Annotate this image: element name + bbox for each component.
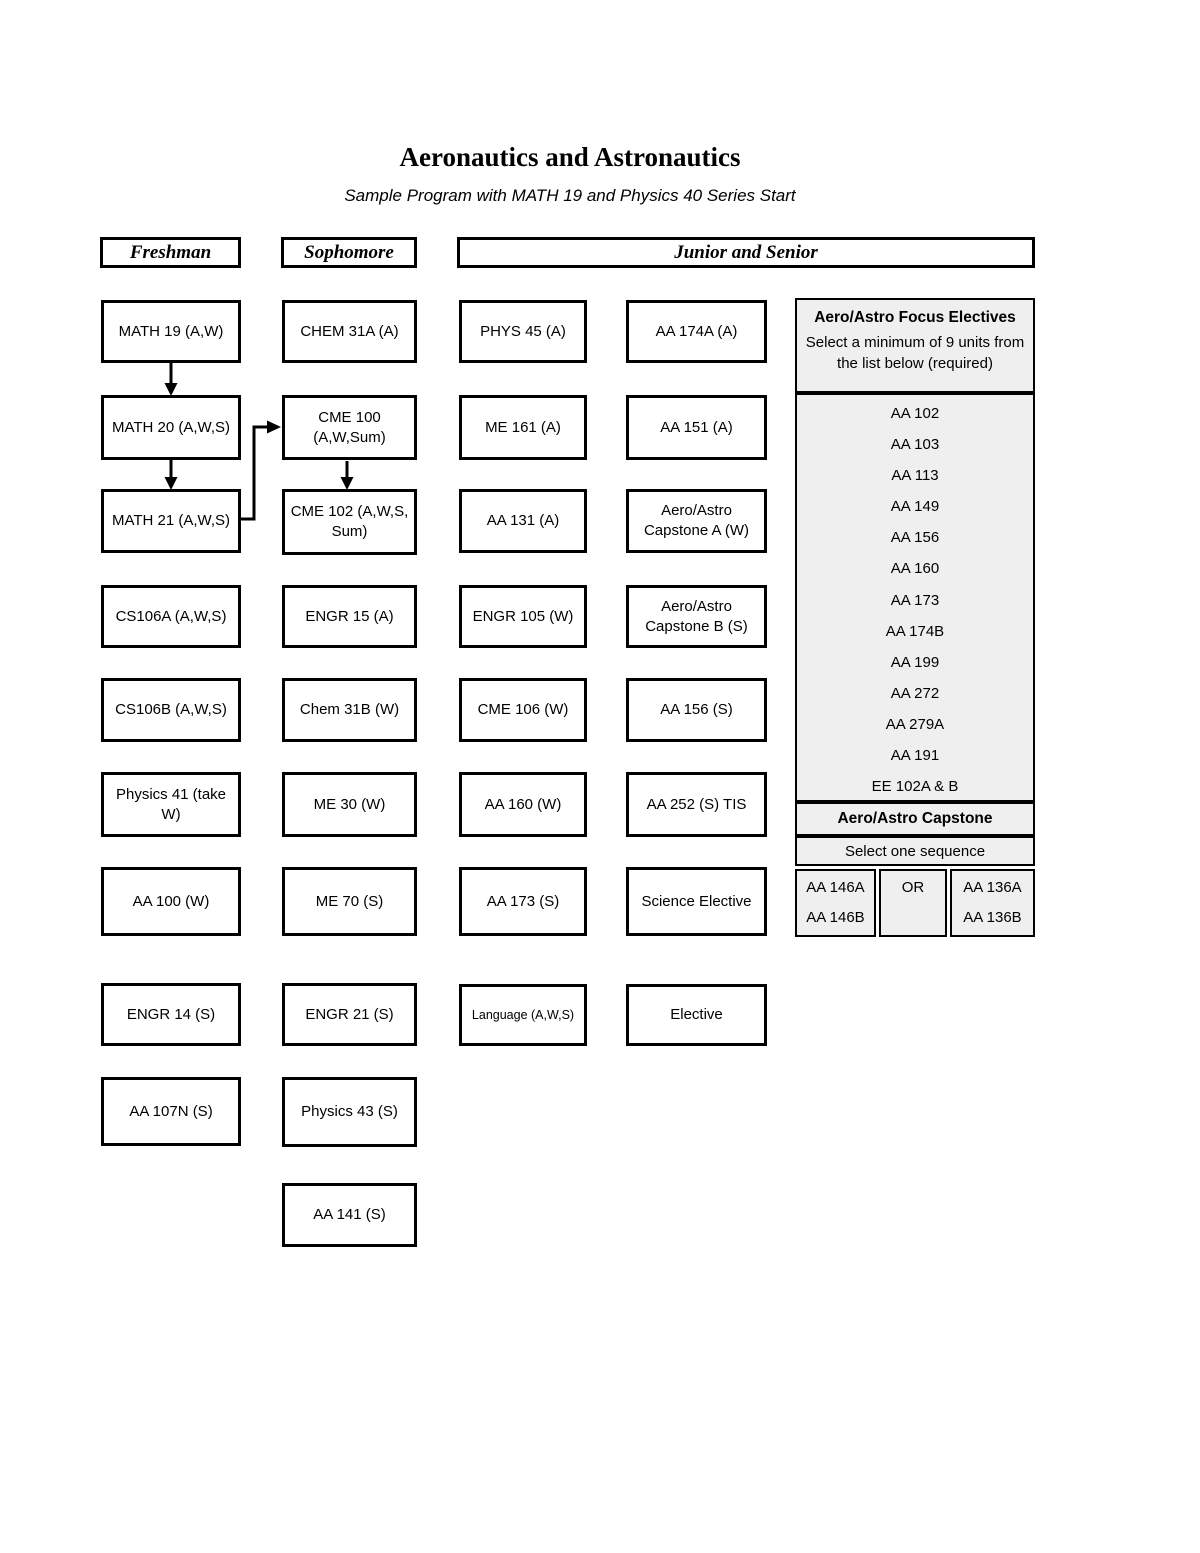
course-box-aa-141: AA 141 (S) xyxy=(282,1183,417,1247)
course-box-math-21: MATH 21 (A,W,S) xyxy=(101,489,241,553)
capstone-course: AA 146B xyxy=(806,909,865,926)
course-box-me-30: ME 30 (W) xyxy=(282,772,417,837)
elective-item: AA 174B xyxy=(885,622,945,640)
elective-item: AA 160 xyxy=(890,560,940,578)
course-box-cs106a: CS106A (A,W,S) xyxy=(101,585,241,648)
course-box-aa-100: AA 100 (W) xyxy=(101,867,241,936)
elective-item: AA 199 xyxy=(890,653,940,671)
course-box-math-20: MATH 20 (A,W,S) xyxy=(101,395,241,460)
course-box-engr-14: ENGR 14 (S) xyxy=(101,983,241,1046)
column-header-junior-senior: Junior and Senior xyxy=(457,237,1035,268)
focus-electives-title: Aero/Astro Focus Electives xyxy=(814,309,1016,326)
elective-item: AA 156 xyxy=(890,529,940,547)
course-box-engr-15: ENGR 15 (A) xyxy=(282,585,417,648)
column-header-sophomore: Sophomore xyxy=(281,237,417,268)
capstone-or-cell: OR xyxy=(879,869,947,937)
course-box-aa-173: AA 173 (S) xyxy=(459,867,587,936)
page-subtitle: Sample Program with MATH 19 and Physics … xyxy=(344,186,796,205)
course-box-aa-151: AA 151 (A) xyxy=(626,395,767,460)
course-box-elective: Elective xyxy=(626,984,767,1046)
course-box-aa-160: AA 160 (W) xyxy=(459,772,587,837)
course-box-aa-252: AA 252 (S) TIS xyxy=(626,772,767,837)
course-box-aa-131: AA 131 (A) xyxy=(459,489,587,553)
arrow-math21-cme100 xyxy=(241,425,268,521)
capstone-course: AA 136B xyxy=(963,909,1022,926)
course-box-phys-45: PHYS 45 (A) xyxy=(459,300,587,363)
course-box-cme-102: CME 102 (A,W,S, Sum) xyxy=(282,489,417,555)
focus-electives-header: Aero/Astro Focus Electives Select a mini… xyxy=(795,298,1035,393)
course-box-aa-174a: AA 174A (A) xyxy=(626,300,767,363)
elective-item: AA 149 xyxy=(890,498,940,516)
course-box-language: Language (A,W,S) xyxy=(459,984,587,1046)
capstone-sequence-right: AA 136A AA 136B xyxy=(950,869,1035,937)
capstone-course: AA 146A xyxy=(806,879,865,896)
focus-electives-list: AA 102 AA 103 AA 113 AA 149 AA 156 AA 16… xyxy=(795,393,1035,802)
course-box-capstone-a: Aero/Astro Capstone A (W) xyxy=(626,489,767,553)
course-box-aa-107n: AA 107N (S) xyxy=(101,1077,241,1146)
course-box-aa-156: AA 156 (S) xyxy=(626,678,767,742)
course-box-cme-106: CME 106 (W) xyxy=(459,678,587,742)
capstone-title: Aero/Astro Capstone xyxy=(795,802,1035,836)
course-box-cme-100: CME 100 (A,W,Sum) xyxy=(282,395,417,460)
course-box-math-19: MATH 19 (A,W) xyxy=(101,300,241,363)
elective-item: AA 103 xyxy=(890,436,940,454)
page-title: Aeronautics and Astronautics xyxy=(399,142,741,172)
course-box-chem-31b: Chem 31B (W) xyxy=(282,678,417,742)
course-box-me-70: ME 70 (S) xyxy=(282,867,417,936)
capstone-options: AA 146A AA 146B OR AA 136A AA 136B xyxy=(795,869,1035,937)
elective-item: AA 173 xyxy=(890,591,940,609)
course-box-engr-105: ENGR 105 (W) xyxy=(459,585,587,648)
course-box-chem-31a: CHEM 31A (A) xyxy=(282,300,417,363)
course-box-engr-21: ENGR 21 (S) xyxy=(282,983,417,1046)
course-box-science-elective: Science Elective xyxy=(626,867,767,936)
focus-electives-panel: Aero/Astro Focus Electives Select a mini… xyxy=(795,298,1035,937)
column-header-freshman: Freshman xyxy=(100,237,241,268)
course-box-physics-43: Physics 43 (S) xyxy=(282,1077,417,1147)
elective-item: AA 272 xyxy=(890,684,940,702)
elective-item: AA 191 xyxy=(890,747,940,765)
capstone-instruction: Select one sequence xyxy=(795,836,1035,866)
arrowhead-math21-cme100 xyxy=(267,420,281,434)
elective-item: AA 113 xyxy=(891,467,939,485)
elective-item: AA 279A xyxy=(885,715,945,733)
course-box-physics-41: Physics 41 (take W) xyxy=(101,772,241,837)
capstone-sequence-left: AA 146A AA 146B xyxy=(795,869,876,937)
elective-item: EE 102A & B xyxy=(871,778,959,796)
elective-item: AA 102 xyxy=(890,405,940,422)
course-box-cs106b: CS106B (A,W,S) xyxy=(101,678,241,742)
focus-electives-instructions: Select a minimum of 9 units from the lis… xyxy=(805,334,1025,372)
course-box-me-161: ME 161 (A) xyxy=(459,395,587,460)
capstone-course: AA 136A xyxy=(963,879,1022,896)
course-box-capstone-b: Aero/Astro Capstone B (S) xyxy=(626,585,767,648)
